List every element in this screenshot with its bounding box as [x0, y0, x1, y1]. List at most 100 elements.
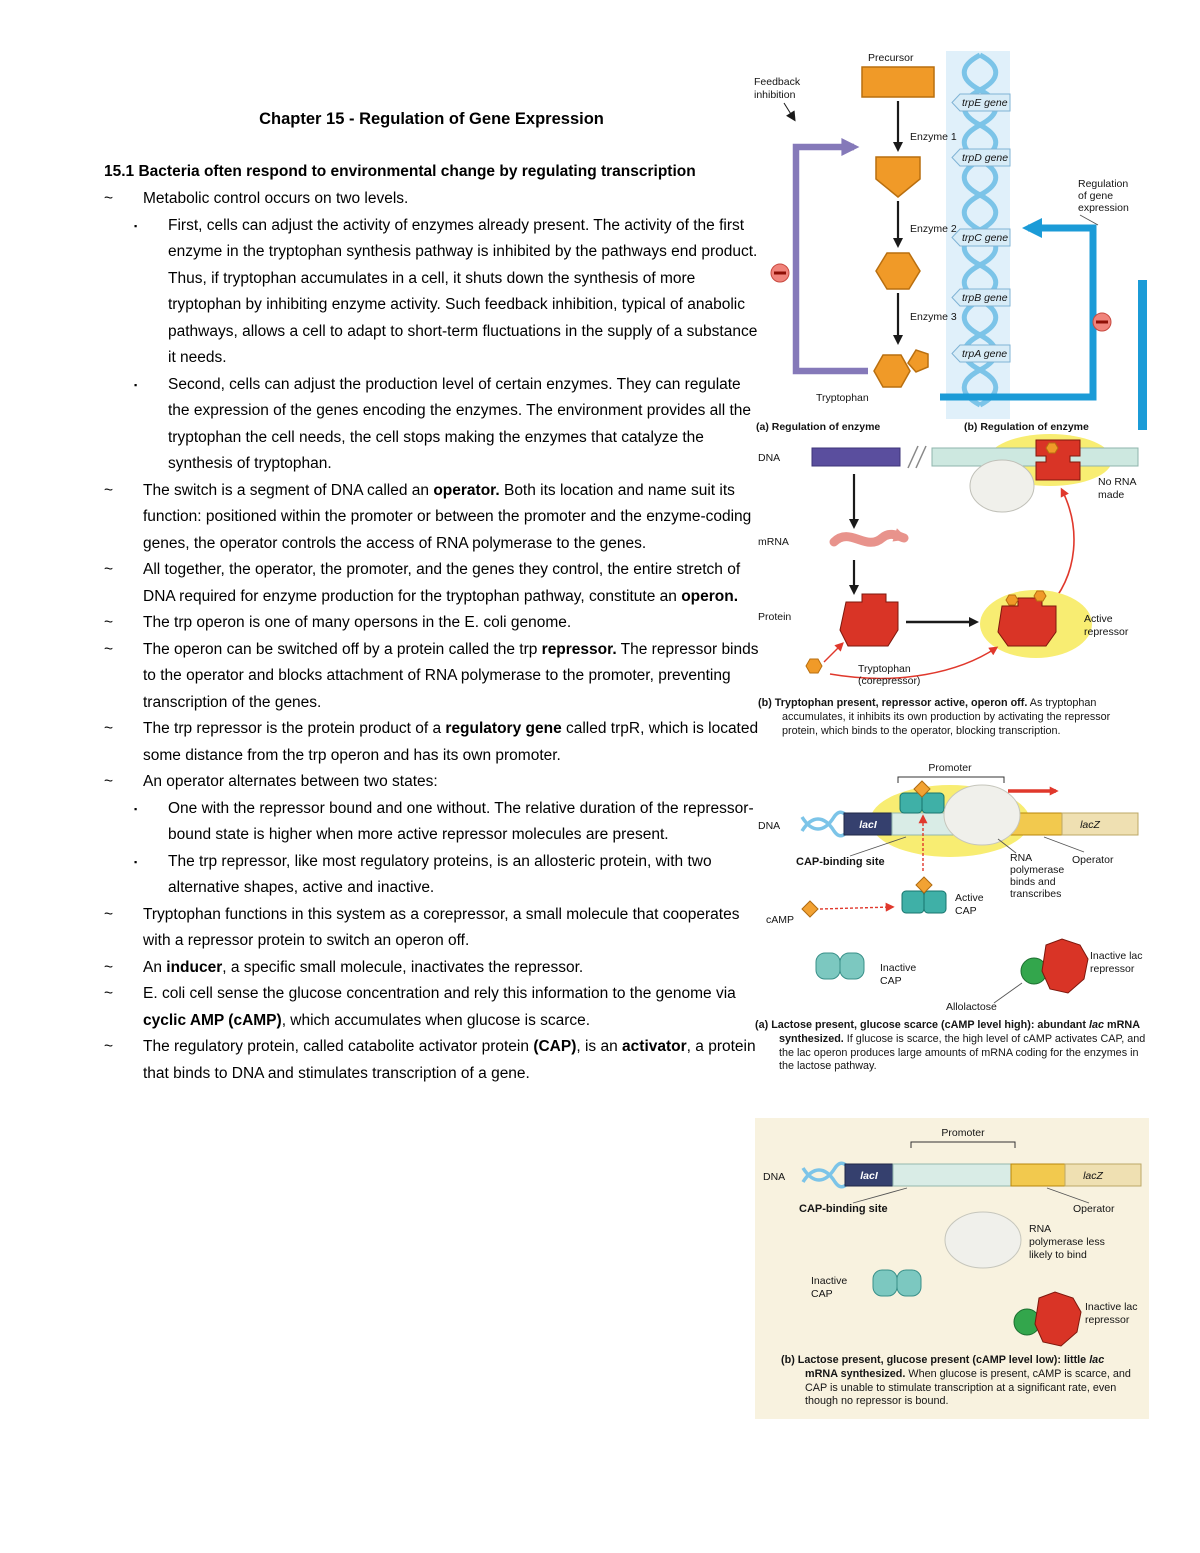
dna-lead-helix [800, 810, 848, 838]
inactive-repressor-label: Inactive lac [1090, 950, 1143, 962]
bullet-item: ~ The regulatory protein, called cataboli… [104, 1034, 759, 1087]
bullet-text: One with the repressor bound and one wit… [168, 799, 754, 844]
rna-polymerase-blob [943, 784, 1021, 846]
camp-molecule [801, 900, 819, 918]
inactive-cap-shape [872, 1269, 922, 1297]
cap-binding-site-label: CAP-binding site [799, 1203, 888, 1215]
regulation-arrow [940, 218, 1147, 430]
square-bullet-icon: ▪ [134, 856, 138, 867]
active-cap-label: CAP [955, 905, 977, 917]
gene-tag [951, 93, 1011, 112]
cap-site-pointer [849, 836, 907, 857]
intermediate2-shape [875, 252, 921, 290]
bullet-item: ~E. coli cell sense the glucose concentr… [104, 981, 759, 1034]
tilde-bullet-icon: ~ [104, 1038, 114, 1055]
gene-label: trpA gene [962, 348, 1007, 360]
cap-binding-site-label: CAP-binding site [796, 856, 885, 868]
inactive-repressor-label: repressor [1085, 1314, 1130, 1326]
operator-region [1010, 1163, 1066, 1187]
lac-low-diagram: Promoter DNA lacI lacZ CAP-binding site … [763, 1127, 1142, 1347]
cap-site-pointer [852, 1187, 908, 1204]
inactive-cap-label: Inactive [880, 962, 916, 974]
bullet-text: An inducer, a specific small molecule, i… [143, 958, 584, 976]
operator-label: Operator [1072, 854, 1114, 866]
bullet-text: All together, the operator, the promoter… [143, 561, 741, 605]
precursor-label: Precursor [868, 52, 914, 64]
corepressor-label: Tryptophan [858, 663, 911, 675]
figure-trp-feedback: Precursor Enzyme 1 Enzyme 2 Enzyme 3 Try… [750, 45, 1152, 435]
tilde-bullet-icon: ~ [104, 561, 114, 578]
lacZ-label: lacZ [1083, 1170, 1103, 1182]
regulation-label: Regulation [1078, 178, 1128, 190]
feedback-pointer [783, 102, 796, 122]
dna-label: DNA [758, 452, 780, 464]
bullet-item: ▪ One with the repressor bound and one wi… [104, 796, 759, 849]
precursor-shape [861, 66, 935, 98]
bullet-item: ~ All together, the operator, the promote… [104, 557, 759, 610]
bullet-item: ~An operator alternates between two stat… [104, 769, 759, 796]
tryptophan-label: Tryptophan [816, 392, 869, 404]
inactive-cap-shape [815, 952, 865, 980]
promoter-bracket [897, 776, 1005, 783]
bullet-text: Tryptophan functions in this system as a… [143, 905, 740, 950]
active-cap-label: Active [955, 892, 984, 904]
promoter-region [892, 1163, 1012, 1187]
mrna-ribbon [829, 528, 909, 547]
dna-break [907, 445, 919, 469]
tilde-bullet-icon: ~ [104, 905, 114, 923]
lacI-label: lacI [860, 1170, 879, 1182]
bullet-item: ~An inducer, a specific small molecule, … [104, 955, 759, 982]
no-rna-label: made [1098, 489, 1124, 501]
square-bullet-icon: ▪ [134, 220, 138, 231]
lacZ-gene [1064, 1163, 1142, 1187]
dna-lead-helix [801, 1161, 849, 1189]
figure-lac-camp-high: Promoter DNA lacI lacZ CAP-binding site … [750, 757, 1152, 1074]
lacI-label: lacI [859, 819, 878, 831]
bullet-item: ~The operon can be switched off by a pro… [104, 637, 759, 717]
rna-polymerase-blob [969, 459, 1035, 513]
no-rna-label: No RNA [1098, 476, 1137, 488]
rna-pol-label: binds and [1010, 876, 1056, 888]
caption-b: (b) Regulation of enzyme [964, 421, 1089, 433]
lac-high-diagram: Promoter DNA lacI lacZ CAP-binding site … [758, 762, 1143, 1013]
square-bullet-icon: ▪ [134, 379, 138, 390]
gene-tag [951, 148, 1011, 167]
inactive-repressor-label: repressor [1090, 963, 1135, 975]
inactive-repressor-shape [1034, 1291, 1082, 1347]
tilde-bullet-icon: ~ [104, 720, 114, 737]
bullet-list: ~Metabolic control occurs on two levels.… [104, 186, 759, 1087]
figure-caption: (a) Lactose present, glucose scarce (cAM… [755, 1019, 1146, 1073]
rna-pol-label: transcribes [1010, 888, 1061, 900]
dna-segment-operator [931, 447, 1139, 467]
trp-feedback-diagram: Precursor Enzyme 1 Enzyme 2 Enzyme 3 Try… [754, 51, 1147, 433]
rna-pol-label: likely to bind [1029, 1249, 1087, 1261]
active-repressor-shape [997, 590, 1057, 647]
bullet-item: ~Metabolic control occurs on two levels. [104, 186, 759, 213]
square-bullet-icon: ▪ [134, 803, 138, 814]
caption-a: (a) Regulation of enzyme [756, 421, 880, 433]
inactive-cap-label: CAP [811, 1288, 833, 1300]
figure-trp-operon-off: DNA No RNA made mRNA Protein Active repr… [750, 434, 1152, 738]
camp-label: cAMP [766, 914, 794, 926]
gene-tag [951, 344, 1011, 363]
corepressor-arrow [823, 642, 844, 663]
bullet-item: ~ The trp repressor is the protein produc… [104, 716, 759, 769]
notes-column: Chapter 15 - Regulation of Gene Expressi… [104, 106, 759, 1087]
corepressor-label: (corepressor) [858, 675, 920, 687]
figure-lac-camp-low: Promoter DNA lacI lacZ CAP-binding site … [755, 1118, 1149, 1420]
bullet-text: An operator alternates between two state… [143, 773, 438, 790]
lacZ-label: lacZ [1080, 819, 1100, 831]
promoter-bracket [910, 1141, 1016, 1148]
active-cap-shape [901, 876, 947, 914]
dna-break [915, 445, 927, 469]
tilde-bullet-icon: ~ [104, 481, 114, 499]
rna-pol-label: polymerase [1010, 864, 1064, 876]
promoter-label: Promoter [941, 1127, 985, 1139]
regulation-label: expression [1078, 202, 1129, 214]
bullet-text: The trp repressor is the protein product… [143, 720, 759, 764]
allolactose-label: Allolactose [946, 1001, 997, 1013]
tilde-bullet-icon: ~ [104, 640, 114, 658]
camp-activation-arrow [819, 902, 895, 912]
bullet-item: ~The trp operon is one of many opersons … [104, 610, 759, 637]
bullet-text: The regulatory protein, called catabolit… [143, 1038, 756, 1082]
